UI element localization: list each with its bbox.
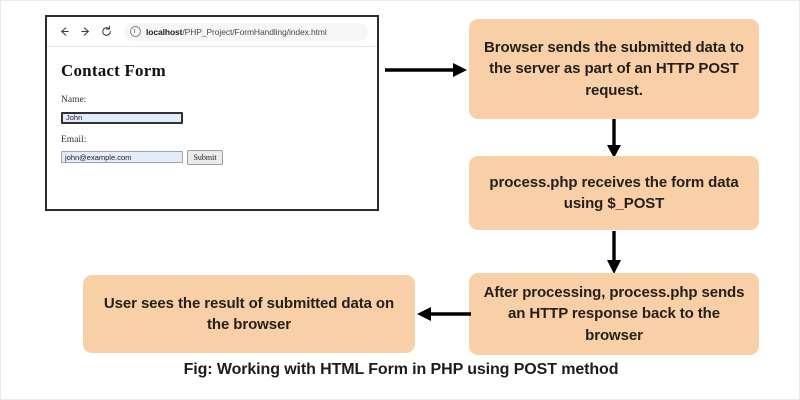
name-field-label: Name: [61,95,87,105]
flow-step-browser-sends-text: Browser sends the submitted data to the … [484,39,744,99]
browser-toolbar: localhost/PHP_Project/FormHandling/index… [47,17,377,47]
submit-button[interactable]: Submit [187,149,223,165]
flow-step-process-php: process.php receives the form data using… [469,156,759,230]
arrow-form-to-browser-sends [385,59,469,81]
email-input[interactable] [61,151,183,163]
flow-step-after-processing: After processing, process.php sends an H… [469,273,759,355]
email-field-label: Email: [61,134,87,145]
flow-step-after-processing-text: After processing, process.php sends an H… [483,284,745,344]
flow-step-process-php-text: process.php receives the form data using… [489,173,739,212]
page-title: Contact Form [61,61,166,80]
flow-step-browser-sends: Browser sends the submitted data to the … [469,19,759,119]
arrow-left-icon[interactable] [55,23,73,41]
flow-step-user-sees-text: User sees the result of submitted data o… [103,294,395,333]
info-circle-icon [130,26,141,37]
browser-window-mockup: localhost/PHP_Project/FormHandling/index… [45,15,379,211]
figure-caption: Fig: Working with HTML Form in PHP using… [183,361,619,378]
name-input[interactable] [61,111,183,124]
arrow-process-to-after-processing [603,231,625,275]
arrow-after-processing-to-user-sees [417,303,471,325]
pointing-hand-cursor-icon [113,207,133,209]
reload-icon[interactable] [97,23,115,41]
address-bar-path: /PHP_Project/FormHandling/index.html [182,26,327,37]
browser-page-content: Contact Form Name: Email: Submit [47,47,377,174]
address-bar[interactable]: localhost/PHP_Project/FormHandling/index… [124,22,369,41]
address-bar-host: localhost [146,26,183,37]
flow-step-user-sees: User sees the result of submitted data o… [83,275,415,353]
arrow-browser-sends-to-process [603,119,625,159]
arrow-right-icon[interactable] [76,23,94,41]
